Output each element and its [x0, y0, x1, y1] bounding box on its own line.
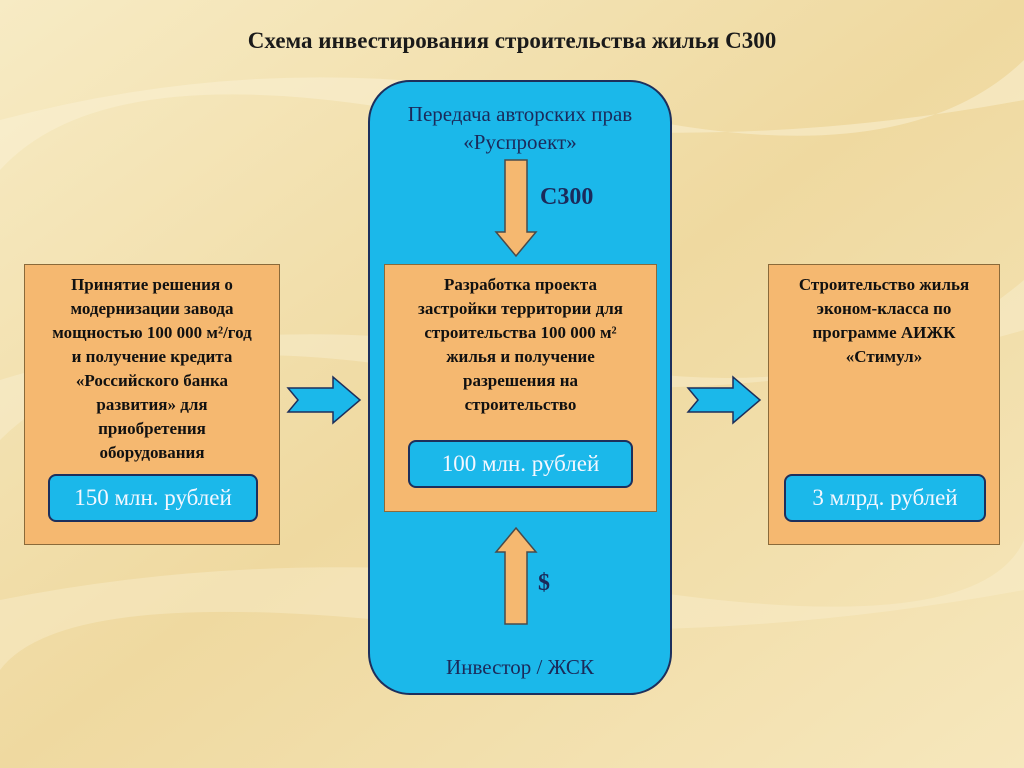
project-development-box: Разработка проекта застройки территории … [384, 264, 657, 512]
dollar-label: $ [538, 570, 550, 596]
box-line: строительство [464, 395, 577, 414]
housing-construction-text: Строительство жилья эконом-класса по про… [775, 273, 993, 369]
box-line: программе АИЖК [812, 323, 956, 342]
c300-label: С300 [540, 184, 594, 210]
box-line: Принятие решения о [71, 275, 233, 294]
box-line: разрешения на [462, 371, 578, 390]
slide-title: Схема инвестирования строительства жилья… [247, 28, 777, 53]
modernization-box: Принятие решения о модернизации завода м… [24, 264, 280, 545]
box-line: оборудования [99, 443, 205, 462]
box-line: застройки территории для [418, 299, 623, 318]
price-3bn: 3 млрд. рублей [784, 474, 986, 522]
box-line: приобретения [98, 419, 206, 438]
price-100m: 100 млн. рублей [408, 440, 633, 488]
price-150m: 150 млн. рублей [48, 474, 258, 522]
box-line: Разработка проекта [443, 275, 597, 294]
box-line: «Российского банка [75, 371, 229, 390]
box-line: Строительство жилья [798, 275, 970, 294]
project-development-text: Разработка проекта застройки территории … [391, 273, 650, 417]
investor-label: Инвестор / ЖСК [446, 655, 594, 679]
box-line: эконом-класса по [816, 299, 952, 318]
box-line: мощностью 100 000 м²/год [52, 323, 252, 342]
box-line: «Стимул» [845, 347, 923, 366]
box-line: жилья и получение [446, 347, 595, 366]
box-line: развития» для [96, 395, 208, 414]
box-line: и получение кредита [71, 347, 233, 366]
modernization-text: Принятие решения о модернизации завода м… [31, 273, 273, 465]
housing-construction-box: Строительство жилья эконом-класса по про… [768, 264, 1000, 545]
copyright-transfer-label: Передача авторских прав «Руспроект» [407, 102, 633, 154]
box-line: строительства 100 000 м² [424, 323, 617, 342]
box-line: модернизации завода [70, 299, 234, 318]
